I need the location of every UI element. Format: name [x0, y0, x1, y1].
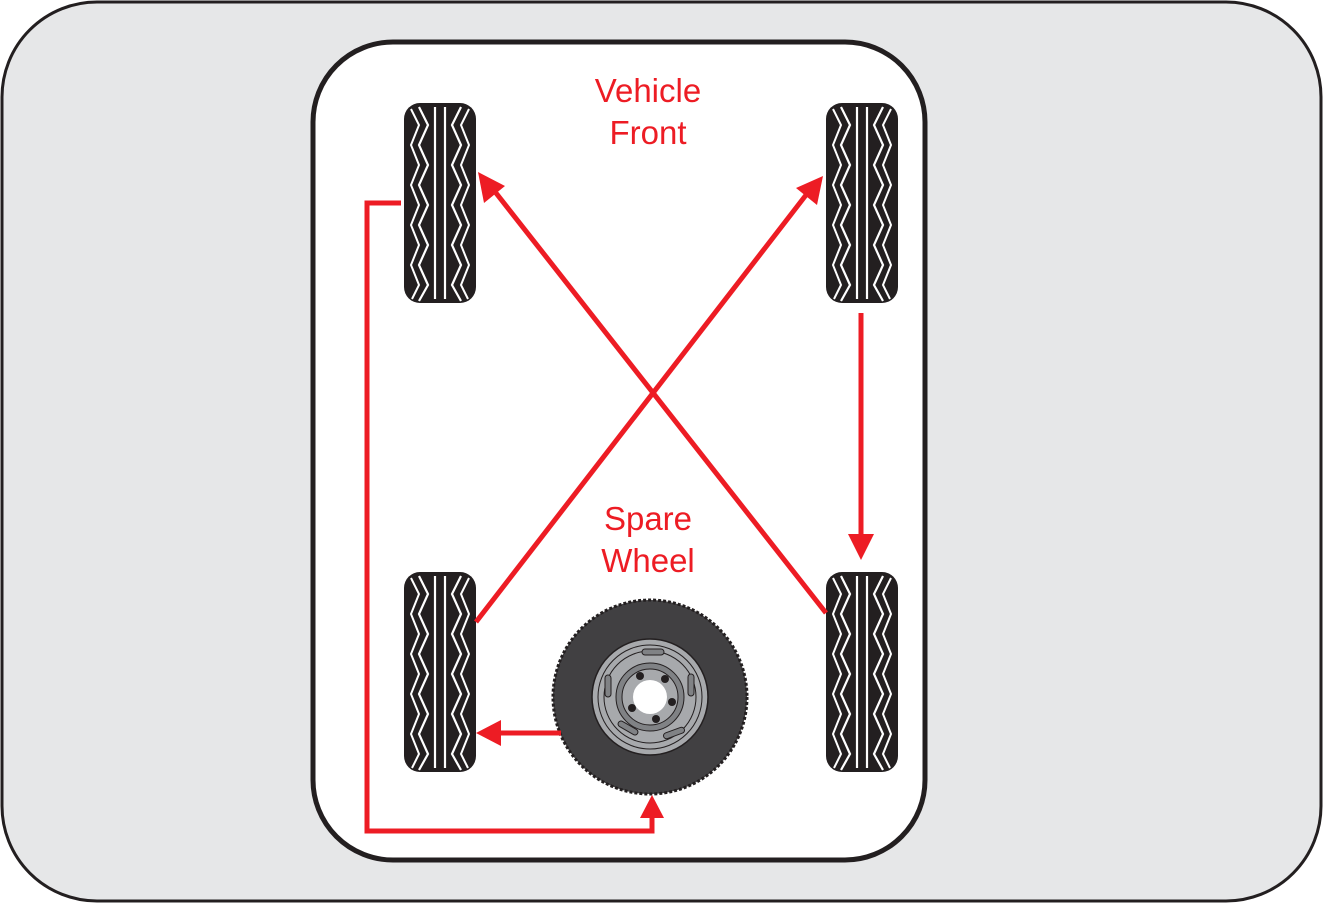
spare-wheel-label: Spare Wheel: [548, 498, 748, 582]
tire-front-right: [824, 101, 900, 305]
arrow-front-left-to-spare: [364, 200, 655, 834]
arrow-rear-left-to-front-right: [474, 193, 808, 624]
spare-wheel: [551, 598, 749, 796]
tire-rear-left: [402, 570, 478, 774]
tire-front-left: [402, 101, 478, 305]
spare-wheel-line-1: Spare: [603, 500, 693, 537]
rotation-arrows: [364, 191, 864, 834]
arrowhead-up-spare: [640, 795, 664, 818]
vehicle-front-line-1: Vehicle: [594, 72, 702, 109]
vehicle-front-label: Vehicle Front: [548, 70, 748, 154]
tire-rear-right: [824, 570, 900, 774]
arrowhead-down-rear-right: [848, 534, 874, 560]
arrow-rear-right-to-front-left: [494, 191, 828, 615]
arrowhead-front-left: [478, 172, 505, 203]
arrowhead-front-right: [796, 176, 823, 205]
vehicle-front-line-2: Front: [609, 114, 687, 151]
spare-wheel-line-2: Wheel: [601, 542, 695, 579]
arrow-heads: [476, 172, 874, 818]
arrowhead-rear-left: [476, 720, 501, 746]
